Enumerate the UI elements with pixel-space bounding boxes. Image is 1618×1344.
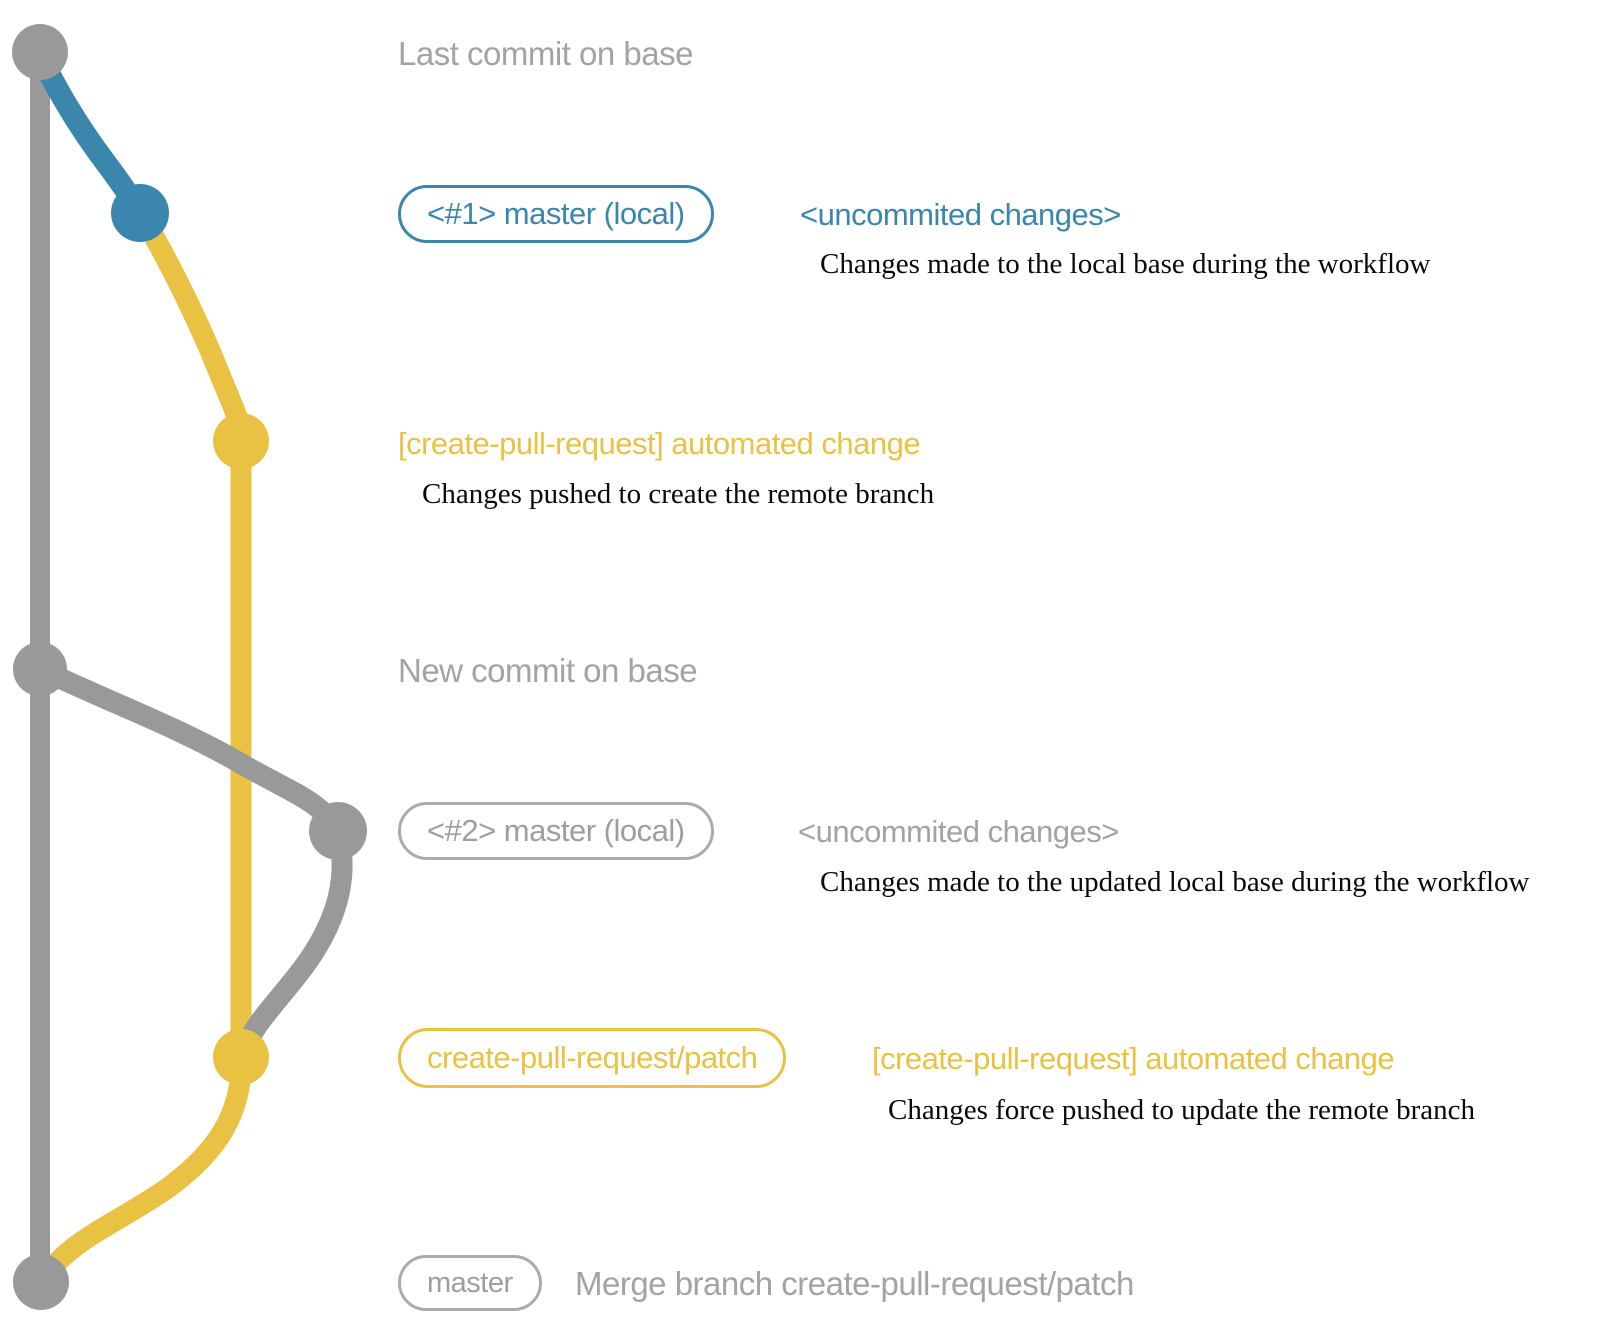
branch-badge-master-local-1: <#1> master (local): [398, 185, 714, 243]
commit-dot-new-commit-on-base: [13, 642, 67, 696]
label-last-commit-on-base: Last commit on base: [398, 35, 693, 72]
commit-dot-merge-commit: [13, 1254, 69, 1310]
commit-dot-automated-change-2: [213, 1029, 269, 1085]
commit-message-merge-branch: Merge branch create-pull-request/patch: [575, 1265, 1134, 1302]
label-new-commit-on-base: New commit on base: [398, 652, 698, 689]
commit-message-automated-change-1: [create-pull-request] automated change: [398, 426, 921, 461]
commit-message-automated-change-2: [create-pull-request] automated change: [872, 1041, 1395, 1076]
commit-dot-uncommitted-changes-2: [309, 802, 367, 860]
caption-local-changes-2: Changes made to the updated local base d…: [820, 866, 1530, 898]
branch-badge-master: master: [398, 1255, 542, 1311]
branch-badge-create-pull-request-patch: create-pull-request/patch: [398, 1028, 787, 1088]
branch-badge-master-local-2: <#2> master (local): [398, 802, 714, 860]
commit-dot-last-commit-on-base: [12, 24, 68, 80]
commit-graph: [12, 24, 367, 1310]
caption-force-push-remote-branch: Changes force pushed to update the remot…: [888, 1094, 1476, 1126]
commit-dot-uncommitted-changes-1: [111, 184, 169, 242]
commit-dot-automated-change-1: [213, 413, 269, 469]
commit-message-uncommitted-2: <uncommited changes>: [798, 814, 1119, 849]
caption-push-remote-branch: Changes pushed to create the remote bran…: [422, 478, 935, 510]
rebased-local-branch-line: [29, 658, 353, 1068]
caption-local-changes-1: Changes made to the local base during th…: [820, 248, 1431, 280]
commit-message-uncommitted-1: <uncommited changes>: [800, 197, 1121, 232]
